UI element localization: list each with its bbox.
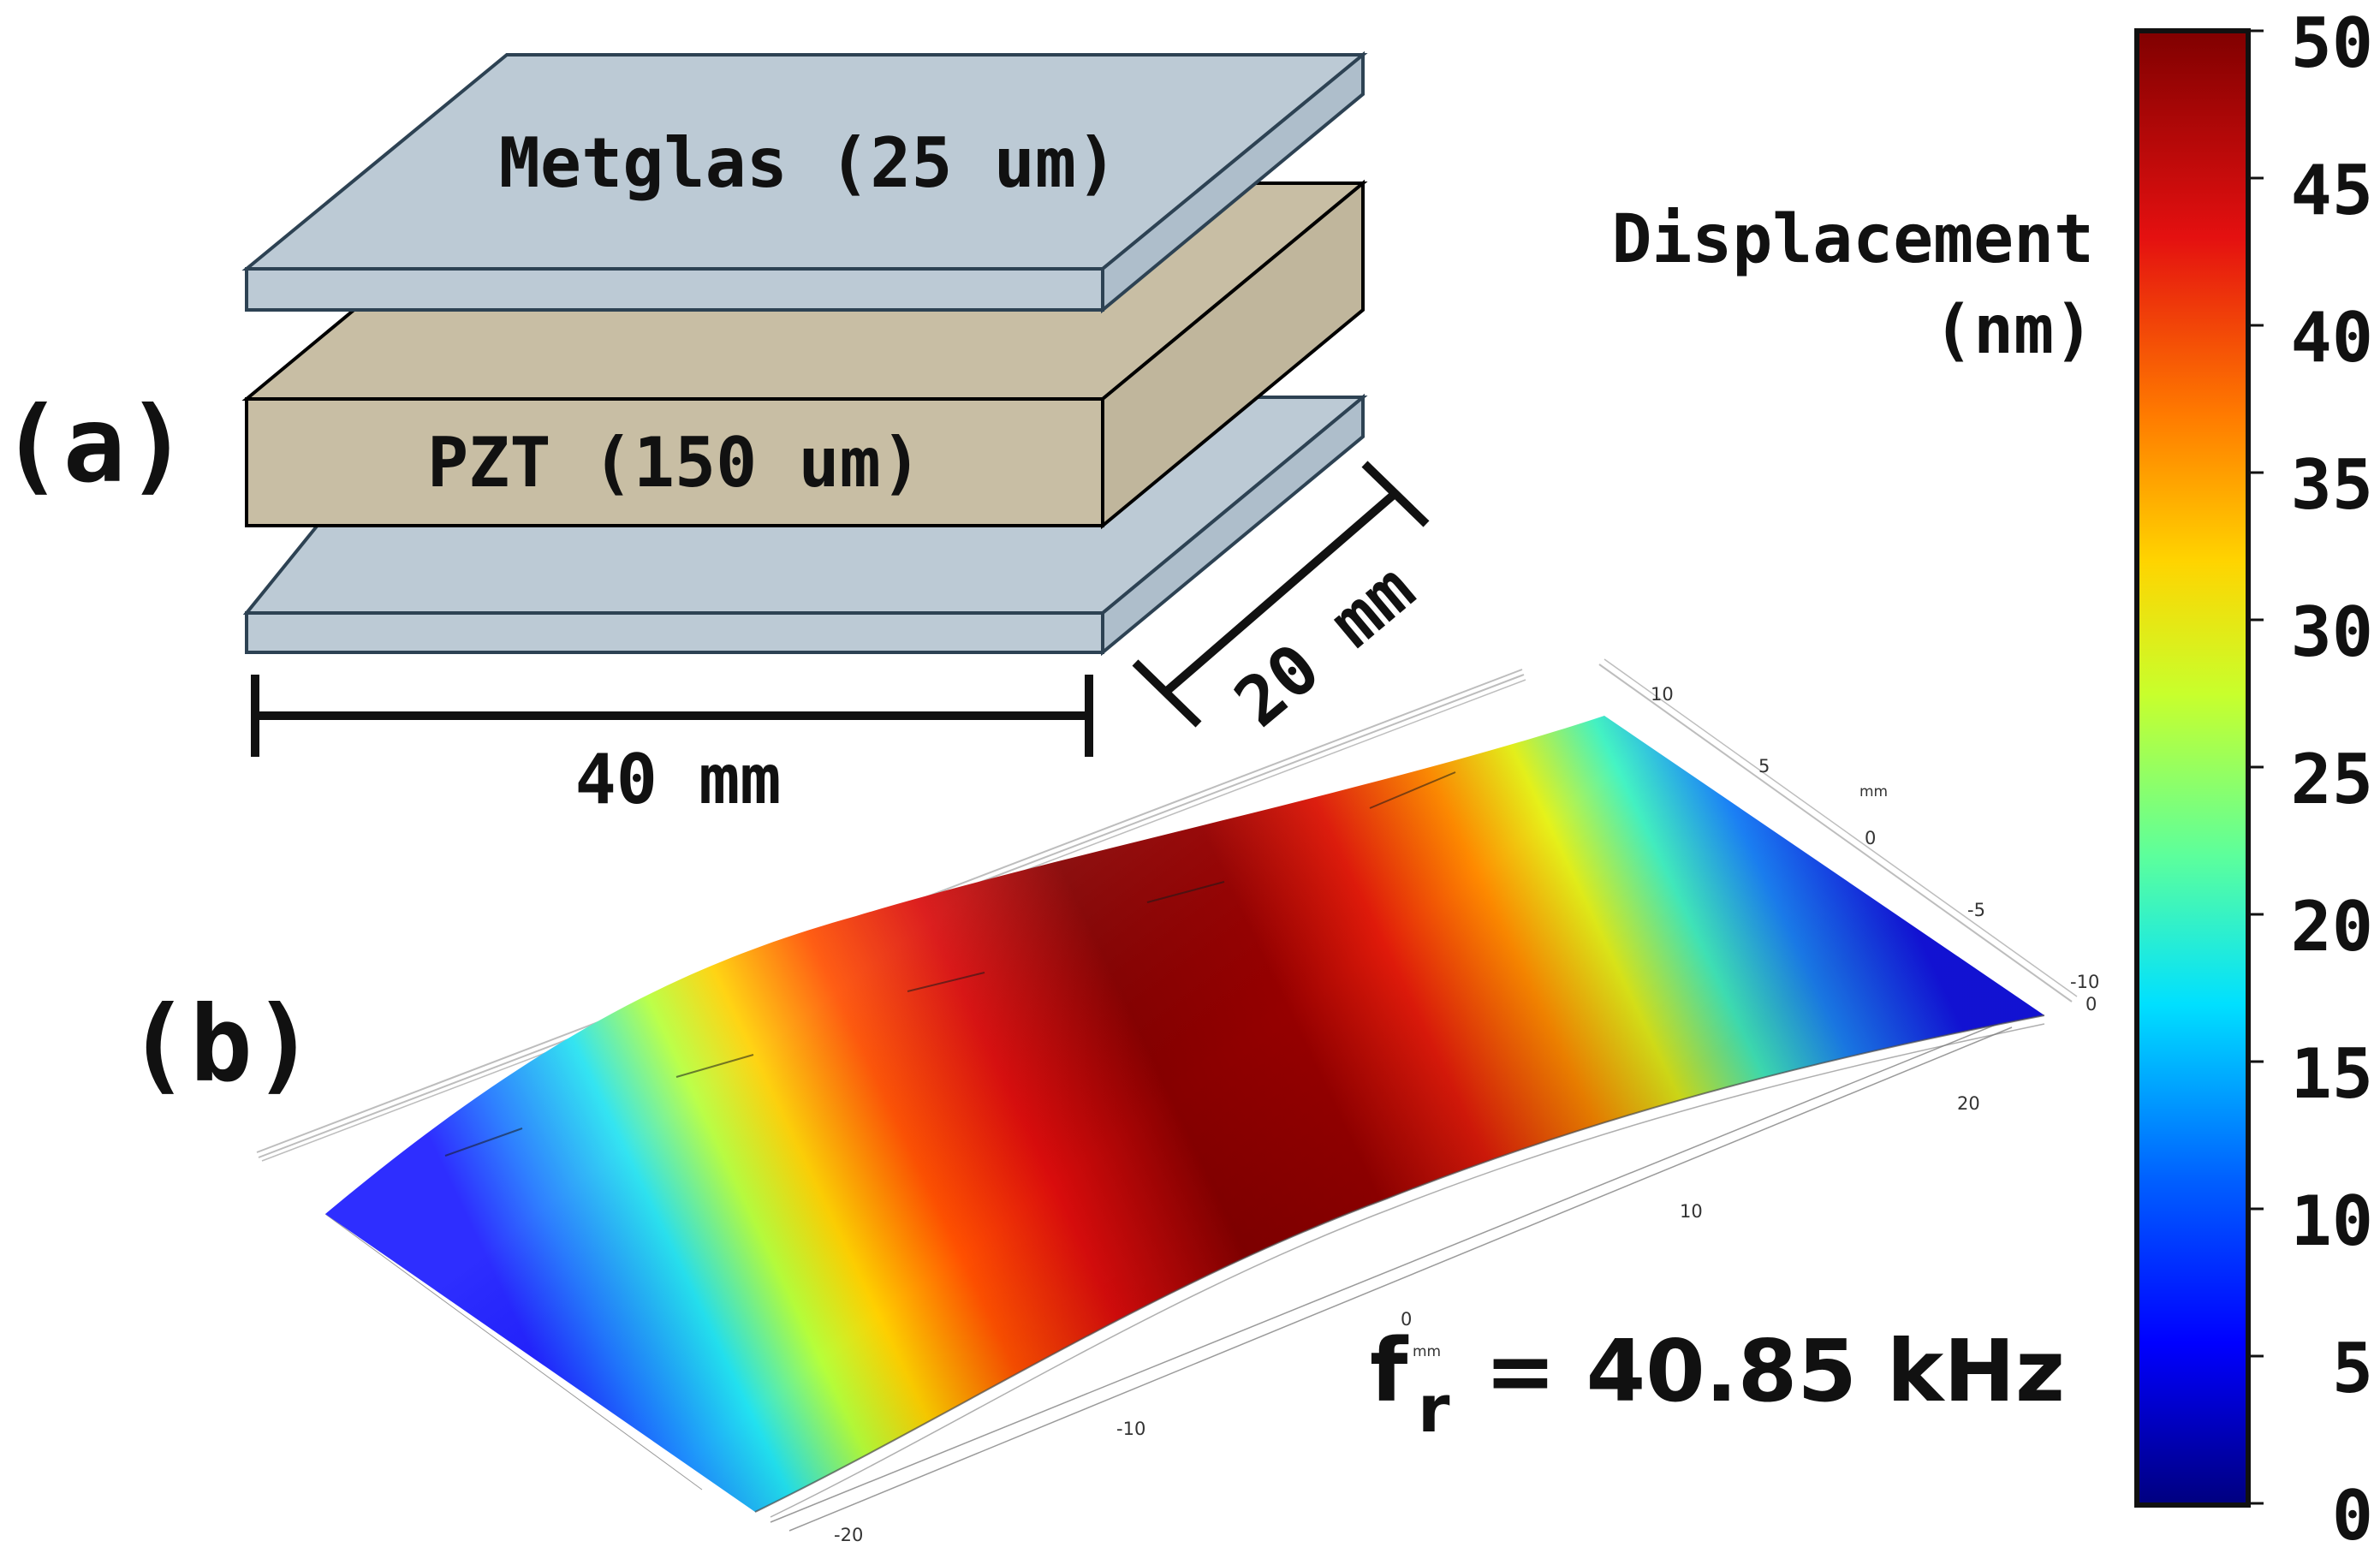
top-metglas-layer: Metglas (25 um)	[241, 51, 1368, 314]
colorbar-tick: 15	[2291, 1034, 2373, 1114]
length-dimension: 40 mm	[251, 675, 1093, 819]
x-tick: 10	[1680, 1201, 1703, 1222]
panel-a: (a) PZT (150 um) Metglas (25 um) 40 mm	[0, 51, 1430, 819]
colorbar-tick: 10	[2291, 1181, 2373, 1261]
y-tick: 5	[1758, 756, 1770, 776]
colorbar-ticks: 50 45 40 35 30 25 20 15 10 5 0	[2291, 3, 2373, 1553]
panel-a-label: (a)	[0, 384, 188, 506]
resonance-subscript: r	[1418, 1371, 1450, 1447]
pzt-layer-label: PZT (150 um)	[427, 423, 922, 503]
front-bounding-box	[324, 1018, 2013, 1532]
panel-b: (b)	[127, 658, 2099, 1545]
displacement-surface	[325, 716, 2045, 1518]
colorbar-tick: 0	[2332, 1476, 2373, 1553]
colorbar-tick: 20	[2291, 887, 2373, 967]
colorbar: Displacement (nm) 50 45 40 35 30 25 20 1…	[1611, 3, 2373, 1553]
colorbar-tick: 25	[2291, 740, 2373, 819]
y-tick: 0	[1865, 828, 1876, 848]
x-tick: -20	[834, 1525, 863, 1545]
y-tick: -10	[2070, 972, 2099, 992]
z-tick: 0	[2085, 994, 2097, 1015]
colorbar-tick: 40	[2291, 298, 2373, 378]
colorbar-gradient	[2134, 28, 2251, 1508]
y-axis-unit: mm	[1859, 783, 1888, 800]
x-axis-ticks: 20 10 0 -10 -20 mm	[834, 1093, 1980, 1545]
colorbar-title-line2: (nm)	[1933, 292, 2094, 369]
colorbar-tick: 30	[2291, 592, 2373, 672]
y-tick: 10	[1651, 684, 1674, 705]
colorbar-tick: 35	[2291, 445, 2373, 525]
length-dimension-label: 40 mm	[575, 740, 782, 819]
x-axis-unit: mm	[1413, 1343, 1441, 1360]
colorbar-title-line1: Displacement	[1611, 201, 2094, 278]
width-dimension-label: 20 mm	[1220, 549, 1429, 742]
x-tick: -10	[1116, 1419, 1145, 1439]
resonance-frequency: f r = 40.85 kHz	[1370, 1320, 2065, 1447]
resonance-symbol: f	[1370, 1320, 1409, 1422]
x-tick: 20	[1957, 1093, 1980, 1114]
colorbar-tick-marks	[2248, 29, 2264, 1505]
x-tick: 0	[1401, 1309, 1412, 1330]
colorbar-tick: 45	[2291, 151, 2373, 230]
colorbar-tick: 5	[2332, 1329, 2373, 1408]
y-tick: -5	[1967, 900, 1985, 920]
colorbar-tick: 50	[2291, 3, 2373, 83]
panel-b-label: (b)	[127, 984, 315, 1105]
metglas-layer-label: Metglas (25 um)	[499, 123, 1117, 203]
y-axis-ticks: 10 5 0 -5 -10 mm 0	[1651, 684, 2099, 1015]
resonance-value: = 40.85 kHz	[1485, 1321, 2065, 1421]
